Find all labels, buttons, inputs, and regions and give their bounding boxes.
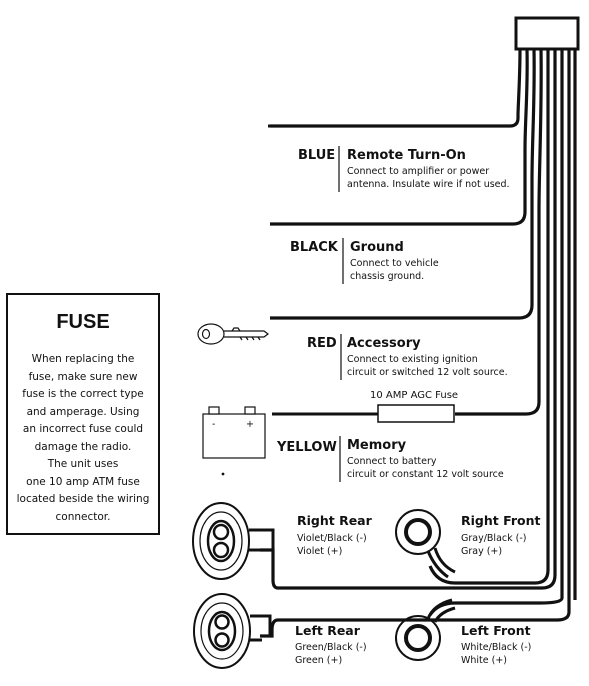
- right-rear-speaker-icon: [192, 502, 275, 580]
- yellow-title: Memory: [347, 438, 407, 453]
- inline-fuse-label: 10 AMP AGC Fuse: [370, 390, 458, 401]
- battery-minus: -: [212, 419, 215, 430]
- yellow-color-label: YELLOW: [276, 440, 337, 455]
- fuse-panel-line: fuse, make sure new: [28, 370, 138, 383]
- red-color-label: RED: [307, 336, 337, 351]
- right-rear-title: Right Rear: [297, 513, 373, 528]
- fuse-panel-line: and amperage. Using: [26, 405, 140, 418]
- black-desc-2: chassis ground.: [350, 271, 424, 282]
- left-front-neg: White/Black (-): [461, 642, 531, 653]
- black-title: Ground: [350, 240, 404, 255]
- left-rear-title: Left Rear: [295, 623, 361, 638]
- red-title: Accessory: [347, 336, 421, 351]
- left-front-speaker-icon: [395, 598, 456, 661]
- harness-connector: [514, 16, 580, 51]
- fuse-panel-body: When replacing the fuse, make sure new f…: [14, 351, 152, 526]
- fuse-panel-line: connector.: [55, 510, 111, 523]
- fuse-panel-title: FUSE: [56, 311, 110, 333]
- left-rear-neg: Green/Black (-): [295, 642, 367, 653]
- key-icon: [197, 323, 269, 345]
- fuse-panel-line: When replacing the: [31, 353, 135, 365]
- fuse-panel-line: The unit uses: [47, 458, 119, 470]
- yellow-desc-2: circuit or constant 12 volt source: [347, 469, 504, 480]
- yellow-desc-1: Connect to battery: [347, 456, 437, 467]
- fuse-info-panel: FUSE When replacing the fuse, make sure …: [6, 293, 160, 535]
- right-rear-neg: Violet/Black (-): [297, 533, 367, 544]
- right-front-neg: Gray/Black (-): [461, 533, 526, 544]
- red-desc-1: Connect to existing ignition: [347, 354, 478, 365]
- left-front-pos: White (+): [461, 655, 507, 666]
- left-rear-speaker-icon: [193, 593, 272, 669]
- blue-desc-1: Connect to amplifier or power: [347, 166, 489, 177]
- right-front-title: Right Front: [461, 513, 540, 528]
- fuse-panel-line: one 10 amp ATM fuse: [26, 475, 140, 488]
- blue-title: Remote Turn-On: [347, 148, 466, 163]
- battery-plus: +: [246, 419, 254, 430]
- inline-fuse: [272, 404, 455, 423]
- fuse-panel-line: fuse is the correct type: [22, 388, 144, 400]
- right-front-speaker-icon: [395, 509, 456, 579]
- red-desc-2: circuit or switched 12 volt source.: [347, 367, 508, 378]
- right-front-pos: Gray (+): [461, 546, 502, 557]
- fuse-panel-line: located beside the wiring: [16, 493, 150, 505]
- battery-icon: [202, 406, 266, 476]
- black-desc-1: Connect to vehicle: [350, 258, 439, 269]
- fuse-panel-line: an incorrect fuse could: [22, 423, 144, 435]
- blue-color-label: BLUE: [298, 148, 335, 163]
- black-color-label: BLACK: [290, 240, 339, 255]
- fuse-panel-line: damage the radio.: [34, 440, 132, 453]
- left-rear-pos: Green (+): [295, 655, 342, 666]
- right-rear-pos: Violet (+): [297, 546, 342, 557]
- left-front-title: Left Front: [461, 623, 531, 638]
- blue-desc-2: antenna. Insulate wire if not used.: [347, 179, 510, 190]
